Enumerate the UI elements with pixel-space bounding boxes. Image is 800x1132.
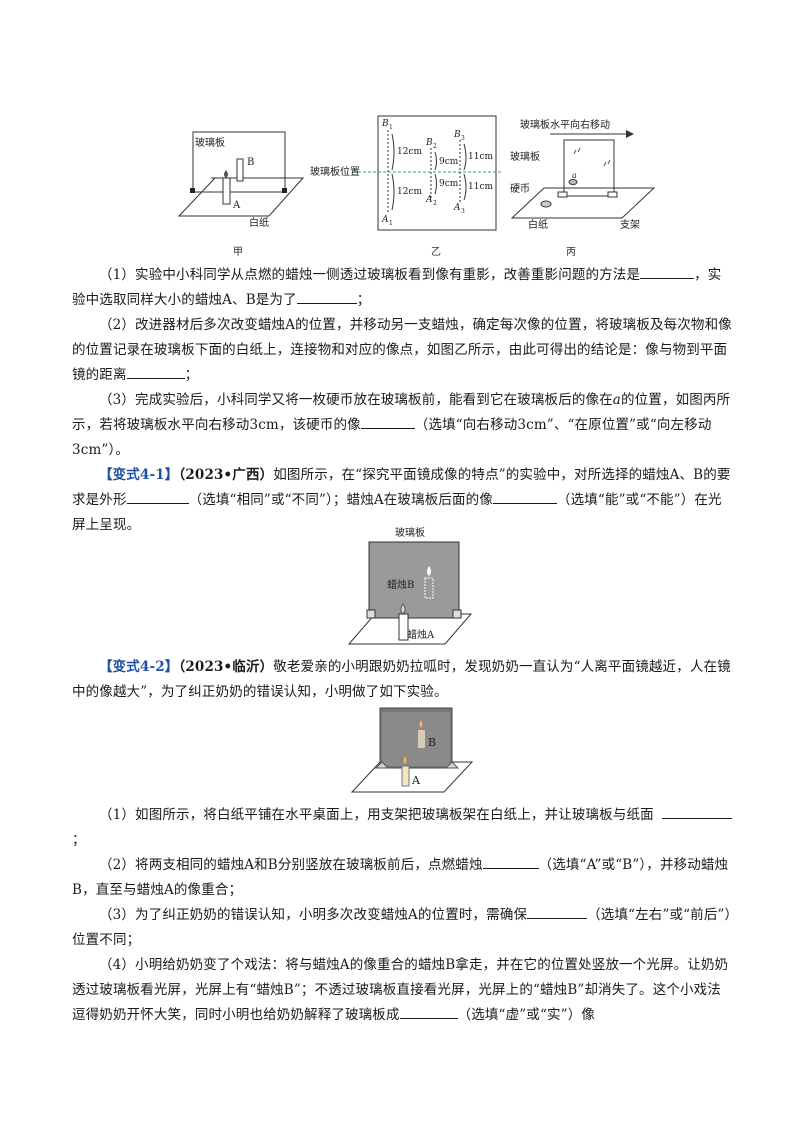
candle-a-label-v2: A <box>411 774 421 787</box>
answer-blank[interactable] <box>360 414 415 429</box>
point-b1-sub: 1 <box>389 124 393 131</box>
variant-4-2: 【变式4-2】（2023•临沂）敬老爱亲的小明跟奶奶拉呱时，发现奶奶一直认为“人… <box>72 659 731 700</box>
distance-b2-label: 9cm <box>439 157 459 167</box>
caption-yi: 乙 <box>431 247 441 258</box>
variant-4-1: 【变式4-1】（2023•广西）如图所示，在“探究平面镜成像的特点”的实验中，对… <box>72 467 731 533</box>
answer-blank[interactable] <box>640 264 695 279</box>
coin-label: 硬币 <box>510 183 530 195</box>
point-a1-label: A <box>381 215 389 225</box>
variant-source: （2023•临沂） <box>178 659 274 675</box>
variant-4-2-step-1: （1）如图所示，将白纸平铺在水平桌面上，用支架把玻璃板架在白纸上，并让玻璃板与纸… <box>72 803 734 853</box>
image-position-record-diagram: B 1 B 2 B 3 A 1 A 2 A 3 12cm 9cm 11cm 12… <box>310 115 503 231</box>
variant-4-2-step-2: （2）将两支相同的蜡烛A和B分别竖放在玻璃板前后，点燃蜡烛（选填“A”或“B”）… <box>72 853 734 903</box>
point-a2-sub: 2 <box>433 200 437 207</box>
candle-a-label: A <box>232 200 241 211</box>
point-a1-sub: 1 <box>389 220 393 227</box>
question-2: （2）改进器材后多次改变蜡烛A的位置，并移动另一支蜡烛，确定每次像的位置，将玻璃… <box>72 317 732 383</box>
point-a3-label: A <box>453 203 461 213</box>
glass-plate-setup-diagram: 玻璃板 B A 白纸 <box>177 131 305 229</box>
variant-source: （2023•广西） <box>178 467 274 483</box>
answer-blank[interactable] <box>527 904 588 919</box>
point-b2-label: B <box>425 138 433 148</box>
candle-a-label-v1: 蜡烛A <box>407 628 435 641</box>
glass-plate-label-bing: 玻璃板 <box>510 150 540 163</box>
distance-a3-label: 11cm <box>468 182 493 192</box>
point-a2-label: A <box>425 195 433 205</box>
candle-glass-diagram: 玻璃板 蜡烛B 蜡烛A <box>347 526 473 645</box>
point-b1-label: B <box>381 119 389 129</box>
candle-glass-stand-diagram: B A <box>350 707 474 793</box>
figure-bing: 玻璃板水平向右移动 玻璃板 硬币 白纸 支架 a <box>508 116 668 236</box>
figure-variant-4-2: B A <box>350 706 474 796</box>
distance-b1-label: 12cm <box>397 147 422 157</box>
figure-jia: 玻璃板 B A 白纸 <box>175 122 310 240</box>
answer-blank[interactable] <box>126 489 189 504</box>
answer-blank[interactable] <box>661 804 732 819</box>
answer-blank[interactable] <box>482 854 539 869</box>
candle-b-label-v1: 蜡烛B <box>387 578 414 591</box>
question-3: （3）完成实验后，小科同学又将一枚硬币放在玻璃板前，能看到它在玻璃板后的像在a的… <box>72 392 731 458</box>
variant-4-2-step-3: （3）为了纠正奶奶的错误认知，小明多次改变蜡烛A的位置时，需确保（选填“左右”或… <box>72 903 734 953</box>
variant-tag: 【变式4-2】 <box>99 659 179 675</box>
glass-plate-label: 玻璃板 <box>195 136 225 149</box>
figure-variant-4-1: 玻璃板 蜡烛B 蜡烛A <box>345 526 475 648</box>
white-paper-label-bing: 白纸 <box>528 218 548 231</box>
point-b3-sub: 3 <box>461 135 465 142</box>
answer-blank[interactable] <box>296 289 357 304</box>
glass-moves-right-label: 玻璃板水平向右移动 <box>520 118 610 131</box>
answer-blank[interactable] <box>492 489 557 504</box>
glass-position-label: 玻璃板位置 <box>310 165 360 178</box>
glass-plate-label-v1: 玻璃板 <box>395 526 425 539</box>
image-position-a-label: a <box>572 171 577 180</box>
figure-yi: B 1 B 2 B 3 A 1 A 2 A 3 12cm 9cm 11cm 12… <box>308 112 503 234</box>
distance-a1-label: 12cm <box>397 187 422 197</box>
question-1: （1）实验中小科同学从点燃的蜡烛一侧透过玻璃板看到像有重影，改善重影问题的方法是… <box>72 263 734 313</box>
distance-a2-label: 9cm <box>439 179 459 189</box>
caption-bing: 丙 <box>566 247 576 258</box>
distance-b3-label: 11cm <box>468 152 493 162</box>
candle-b-label: B <box>247 157 254 168</box>
point-b3-label: B <box>453 130 461 140</box>
stand-label: 支架 <box>620 219 640 231</box>
white-paper-label: 白纸 <box>249 216 269 229</box>
candle-b-label-v2: B <box>428 736 436 749</box>
answer-blank[interactable] <box>399 1004 458 1019</box>
variant-4-2-step-4: （4）小明给奶奶变了个戏法：将与蜡烛A的像重合的蜡烛B拿走，并在它的位置处竖放一… <box>72 957 729 1023</box>
glass-shift-coin-diagram: 玻璃板水平向右移动 玻璃板 硬币 白纸 支架 a <box>510 118 656 231</box>
point-a3-sub: 3 <box>461 208 465 215</box>
variant-tag: 【变式4-1】 <box>99 467 179 483</box>
point-b2-sub: 2 <box>433 143 437 150</box>
answer-blank[interactable] <box>126 364 185 379</box>
caption-jia: 甲 <box>233 247 243 258</box>
